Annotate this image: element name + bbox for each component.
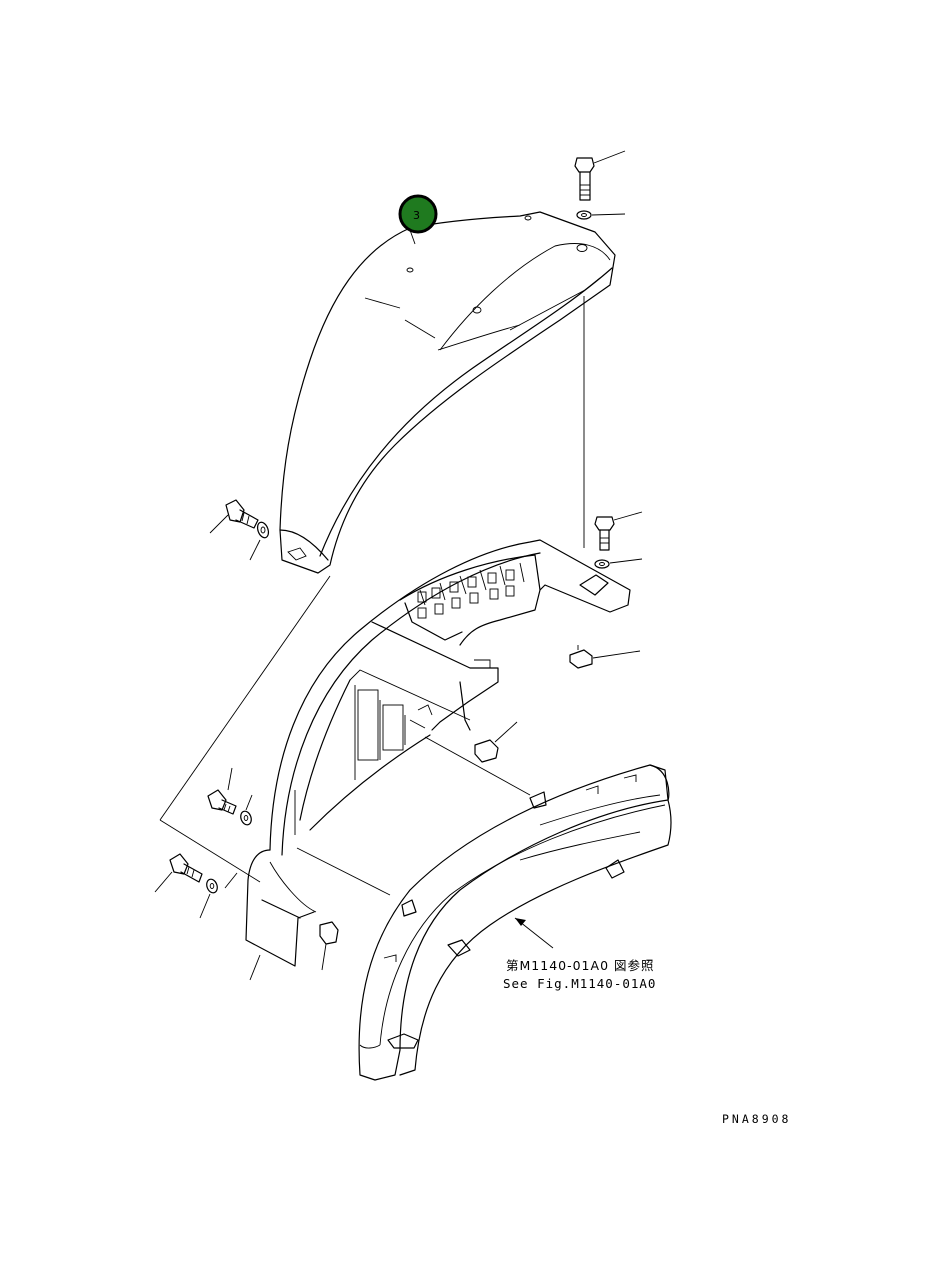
reference-arrow: [514, 917, 554, 949]
drawing-code: PNA8908: [722, 1112, 791, 1126]
clip-nut-right[interactable]: [569, 645, 641, 669]
bolt-left-upper[interactable]: [209, 499, 259, 534]
bolt-top-right[interactable]: [574, 150, 626, 201]
reference-note-en: See Fig.M1140-01A0: [503, 976, 656, 991]
fender-liner[interactable]: [358, 764, 672, 1081]
inner-housing[interactable]: [245, 539, 631, 967]
washer-left-upper[interactable]: [249, 521, 270, 561]
callout-3[interactable]: 3: [398, 194, 438, 245]
reference-note-jp: 第M1140-01A0 図参照: [506, 958, 655, 973]
washer-top-right[interactable]: [576, 210, 626, 220]
bolt-left-lower[interactable]: [154, 853, 203, 893]
washer-right-middle[interactable]: [594, 558, 643, 569]
callout-3-label: 3: [413, 209, 420, 222]
fender-cover[interactable]: [279, 211, 616, 574]
washer-left-lower[interactable]: [199, 878, 219, 919]
bolt-left-middle[interactable]: [207, 767, 237, 815]
washer-left-middle[interactable]: [239, 794, 253, 826]
bolt-right-middle[interactable]: [594, 511, 643, 551]
clip-nut-left[interactable]: [319, 921, 339, 971]
clip-nut-center[interactable]: [474, 721, 518, 763]
